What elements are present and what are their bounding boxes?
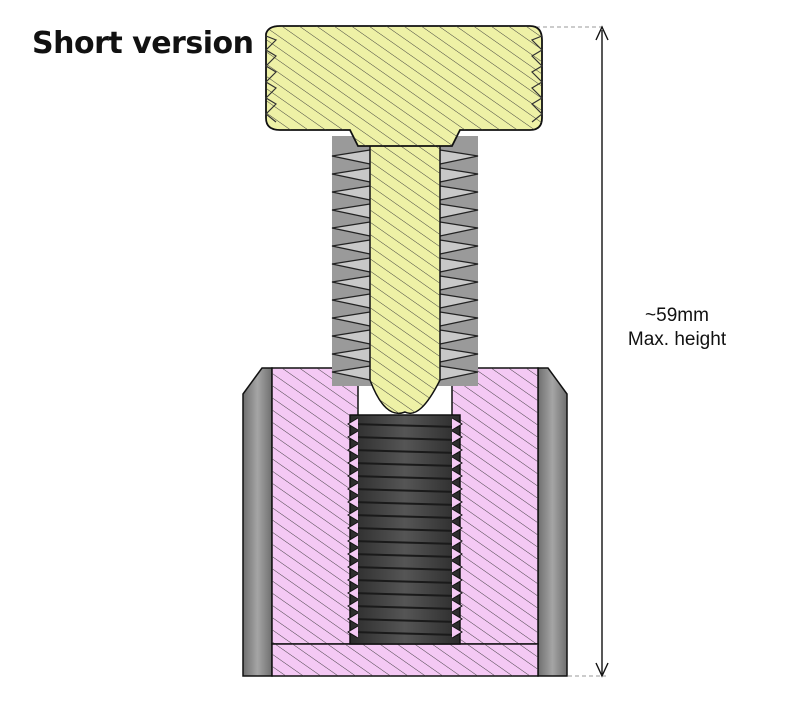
dimension-value: ~59mm — [645, 305, 709, 326]
thread-tooth — [451, 612, 463, 626]
thread-groove — [351, 488, 459, 493]
thread-tooth — [347, 534, 359, 548]
bolt — [265, 25, 543, 414]
thread-groove — [351, 501, 459, 506]
thread-groove — [351, 618, 459, 623]
thread-tooth — [451, 521, 463, 535]
thread-tooth — [347, 573, 359, 587]
bolt-threads-right — [439, 149, 479, 381]
thread-tooth — [451, 417, 463, 431]
thread-tooth — [331, 347, 371, 363]
thread-teeth — [347, 417, 463, 639]
thread-tooth — [451, 469, 463, 483]
thread-groove — [351, 540, 459, 545]
thread-tooth — [439, 149, 479, 165]
thread-tooth — [451, 482, 463, 496]
thread-tooth — [331, 311, 371, 327]
thread-tooth — [451, 430, 463, 444]
thread-tooth — [451, 495, 463, 509]
thread-tooth — [439, 203, 479, 219]
thread-tooth — [439, 239, 479, 255]
thread-tooth — [331, 293, 371, 309]
thread-tooth — [347, 482, 359, 496]
thread-groove — [351, 553, 459, 558]
thread-tooth — [347, 508, 359, 522]
thread-groove — [351, 605, 459, 610]
thread-tooth — [451, 508, 463, 522]
thread-tooth — [439, 293, 479, 309]
thread-groove — [351, 462, 459, 467]
dimension-caption: Max. height — [627, 329, 727, 350]
thread-tooth — [451, 456, 463, 470]
thread-groove — [351, 449, 459, 454]
thread-tooth — [331, 221, 371, 237]
page-title: Short version — [32, 26, 254, 61]
thread-tooth — [331, 257, 371, 273]
thread-tooth — [439, 221, 479, 237]
thread-groove — [351, 475, 459, 480]
thread-tooth — [439, 167, 479, 183]
thread-tooth — [451, 625, 463, 639]
thread-groove — [351, 566, 459, 571]
thread-tooth — [451, 547, 463, 561]
thread-tooth — [331, 203, 371, 219]
thread-tooth — [347, 521, 359, 535]
dimension-label: ~59mm Max. height — [612, 304, 742, 352]
thread-tooth — [331, 275, 371, 291]
thread-tooth — [439, 347, 479, 363]
thread-tooth — [439, 185, 479, 201]
thread-tooth — [347, 456, 359, 470]
thread-tooth — [451, 599, 463, 613]
thread-tooth — [331, 329, 371, 345]
thread-tooth — [347, 586, 359, 600]
thread-tooth — [439, 365, 479, 381]
thread-groove — [351, 579, 459, 584]
height-dimension — [536, 25, 609, 678]
thread-tooth — [347, 430, 359, 444]
thread-tooth — [451, 560, 463, 574]
threaded-insert — [242, 367, 568, 677]
thread-tooth — [331, 239, 371, 255]
thread-tooth — [451, 443, 463, 457]
internal-threads — [351, 423, 459, 636]
thread-tooth — [347, 599, 359, 613]
thread-tooth — [439, 275, 479, 291]
thread-tooth — [347, 469, 359, 483]
thread-groove — [351, 631, 459, 636]
thread-tooth — [347, 443, 359, 457]
thread-groove — [351, 514, 459, 519]
thread-groove — [351, 436, 459, 441]
thread-tooth — [347, 560, 359, 574]
thread-tooth — [347, 625, 359, 639]
thread-tooth — [347, 417, 359, 431]
thread-tooth — [331, 149, 371, 165]
thread-tooth — [347, 495, 359, 509]
thread-tooth — [439, 329, 479, 345]
thread-tooth — [331, 365, 371, 381]
thread-groove — [351, 527, 459, 532]
thread-tooth — [347, 612, 359, 626]
thread-tooth — [331, 167, 371, 183]
thread-tooth — [347, 547, 359, 561]
thread-tooth — [331, 185, 371, 201]
thread-groove — [351, 423, 459, 428]
thread-tooth — [451, 573, 463, 587]
bolt-threads-left — [331, 149, 371, 381]
thread-tooth — [439, 257, 479, 273]
thread-tooth — [439, 311, 479, 327]
thread-tooth — [451, 586, 463, 600]
thread-groove — [351, 592, 459, 597]
thread-tooth — [451, 534, 463, 548]
